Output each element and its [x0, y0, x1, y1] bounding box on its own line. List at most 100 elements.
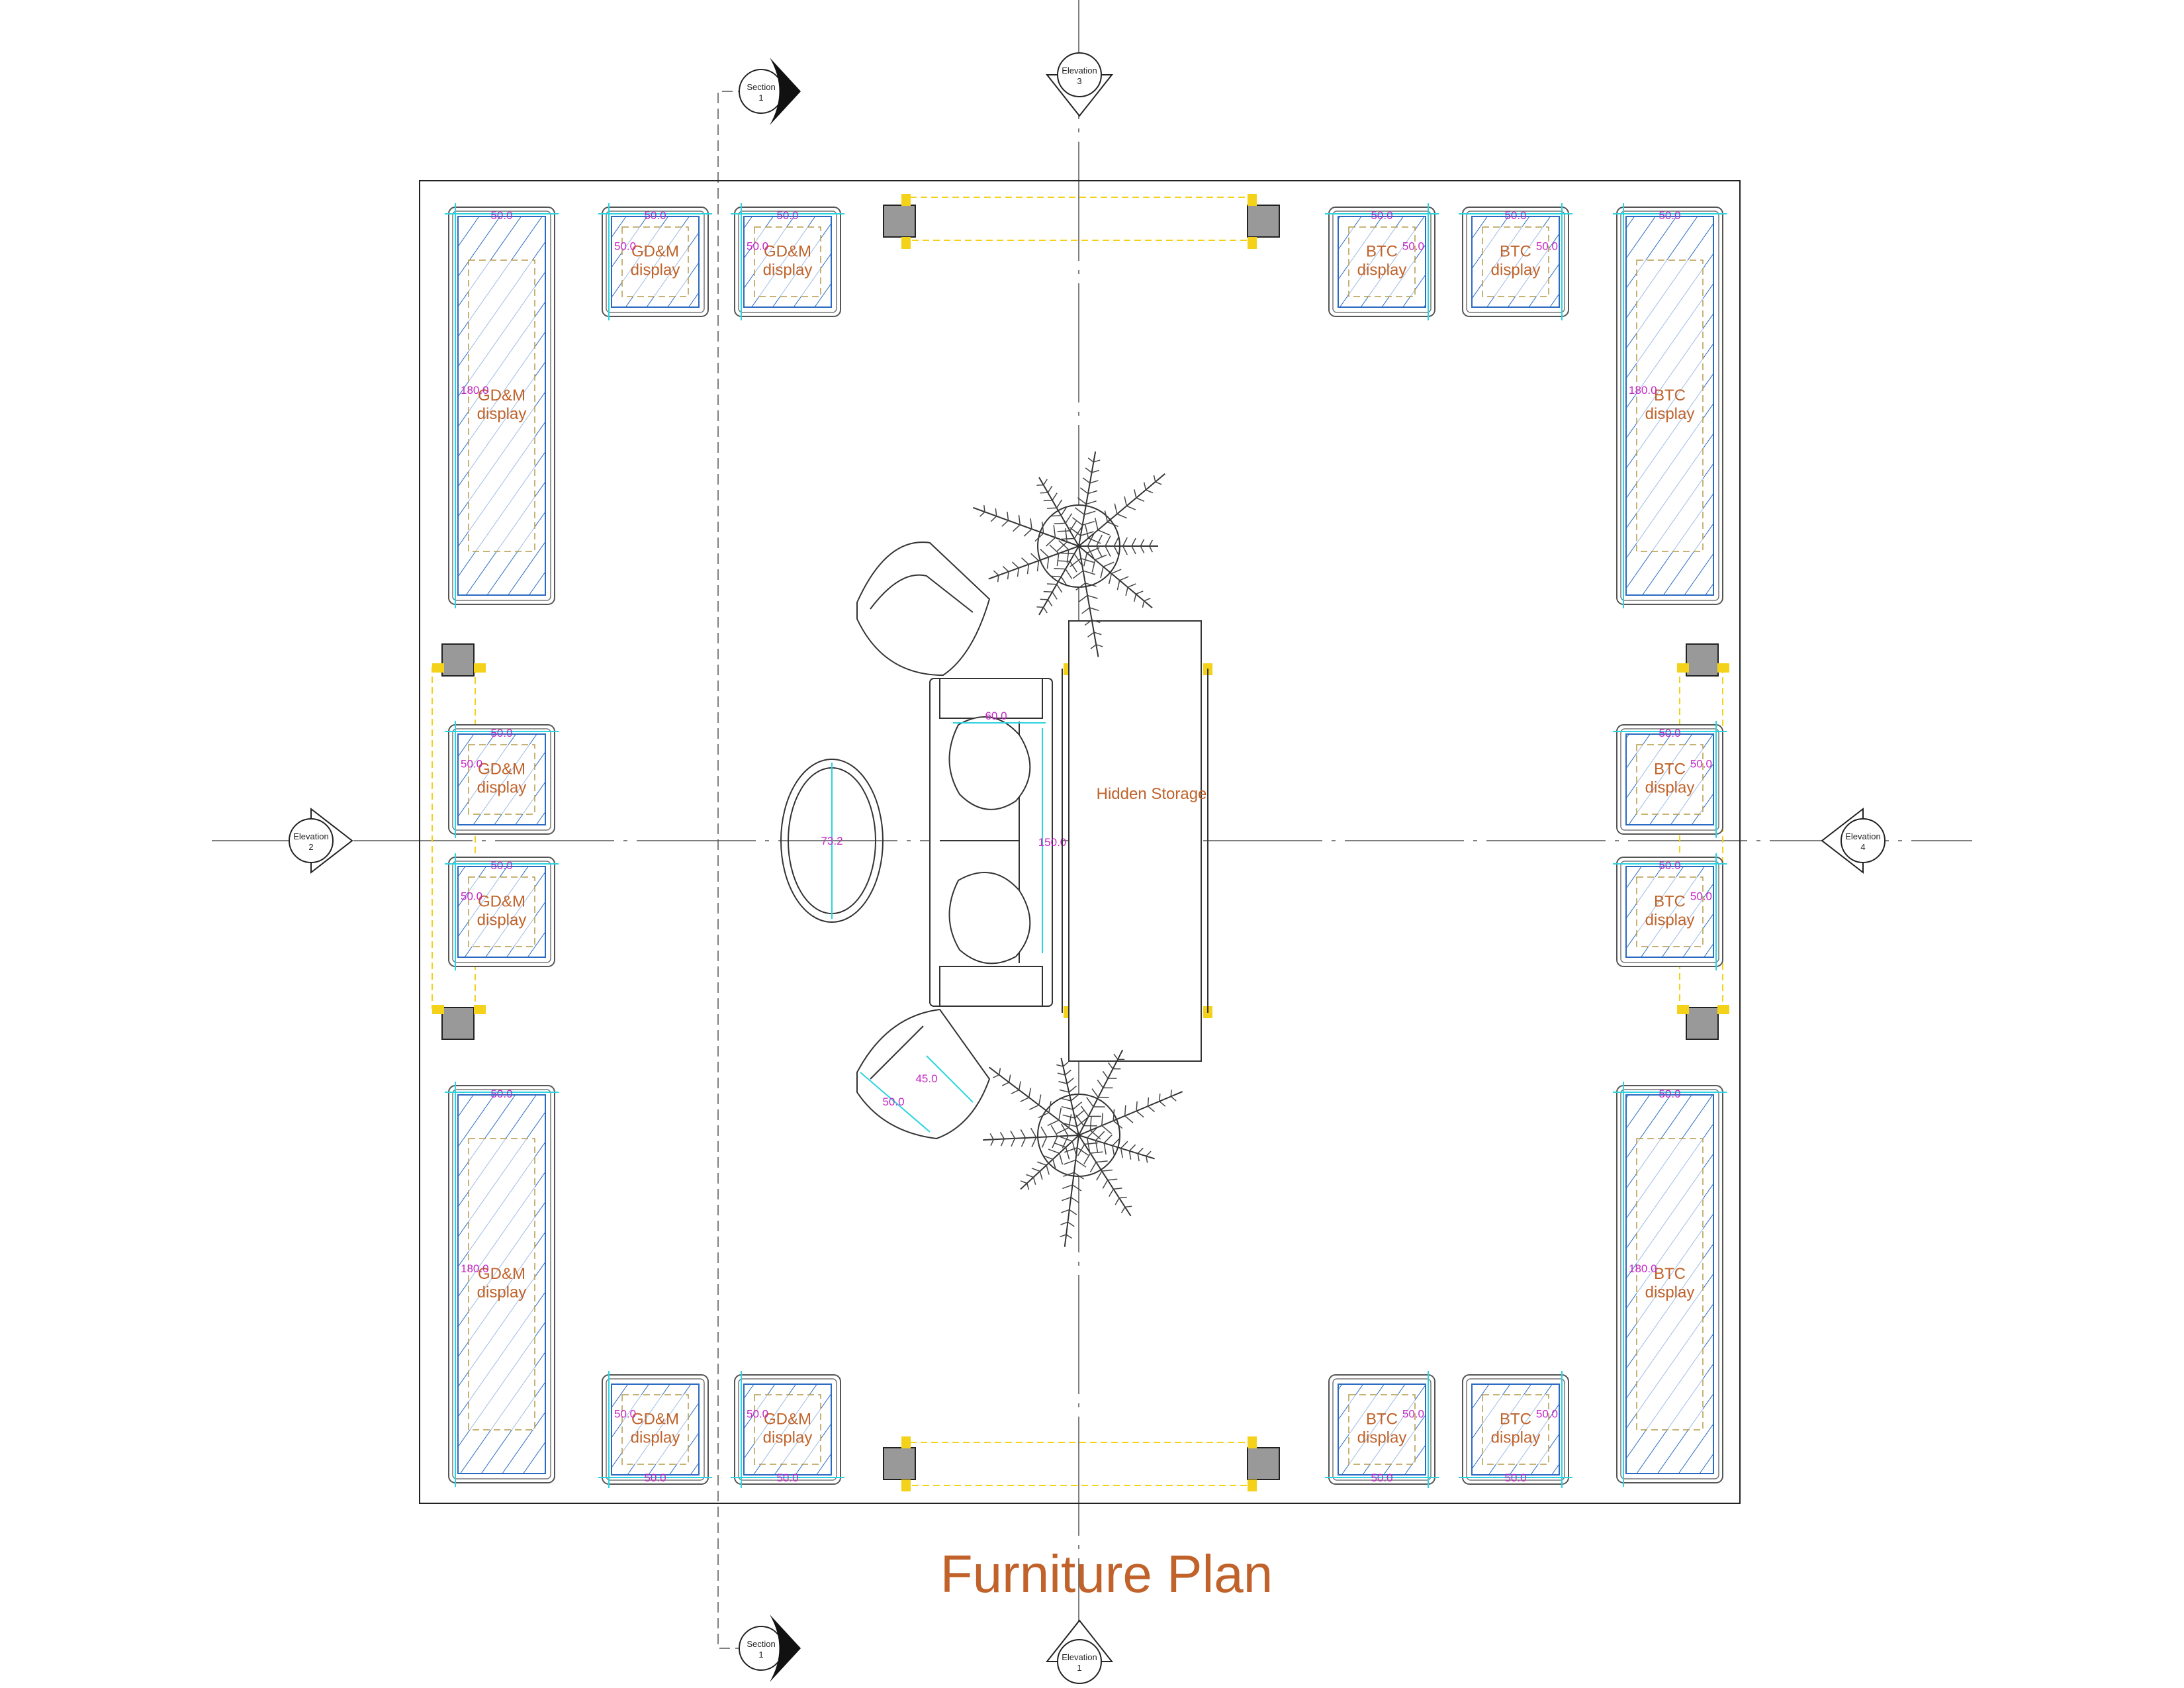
display-depth-dim: 50.0: [1690, 758, 1712, 771]
display-label-sub: display: [1491, 1429, 1541, 1447]
hidden-storage-label: Hidden Storage: [1097, 785, 1207, 803]
display-label-title: GD&M: [764, 243, 811, 261]
section-top-word: Section: [747, 82, 775, 92]
display-depth-dim: 50.0: [747, 1408, 768, 1421]
display-label-title: BTC: [1366, 243, 1398, 261]
armchair-dims: [860, 1055, 974, 1133]
hidden-storage: [1068, 620, 1202, 1062]
display-width-dim: 50.0: [1659, 727, 1680, 739]
display-label-title: BTC: [1366, 1411, 1398, 1429]
display-label-sub: display: [477, 405, 527, 423]
armchair-width-dim: 45.0: [915, 1072, 937, 1085]
elevation-marker-bottom: Elevation 1: [1045, 1619, 1114, 1684]
display-label-sub: display: [1645, 912, 1695, 929]
display-label-title: GD&M: [478, 387, 525, 404]
section-marker-bottom: Section 1: [739, 1615, 801, 1682]
display-depth-dim: 50.0: [1402, 1408, 1424, 1421]
display-depth-dim: 50.0: [1690, 890, 1712, 903]
display-width-dim: 50.0: [1659, 1088, 1680, 1100]
display-depth-dim: 50.0: [461, 758, 482, 771]
display-width-dim: 50.0: [1504, 1472, 1526, 1484]
elevation-right-num: 4: [1860, 842, 1865, 852]
display-label-sub: display: [1645, 779, 1695, 797]
display-label-sub: display: [1357, 1429, 1407, 1447]
elevation-left-word: Elevation: [293, 831, 328, 841]
display-label-title: GD&M: [631, 1411, 679, 1429]
coffee-table: [780, 759, 884, 923]
room-outline: [419, 180, 1741, 1504]
display-label-sub: display: [477, 1284, 527, 1301]
elevation-right-word: Elevation: [1845, 831, 1880, 841]
display-depth-dim: 50.0: [614, 1408, 636, 1421]
display-label-title: BTC: [1500, 1411, 1531, 1429]
display-depth-dim: 50.0: [614, 240, 636, 253]
elevation-left-num: 2: [308, 842, 313, 852]
display-label-title: BTC: [1654, 387, 1686, 404]
sofa-dimensions: [953, 722, 1046, 953]
display-label-sub: display: [763, 1429, 813, 1447]
display-depth-dim: 50.0: [1536, 1408, 1558, 1421]
display-depth-dim: 50.0: [1536, 240, 1558, 253]
elevation-marker-top: Elevation 3: [1045, 52, 1114, 117]
display-depth-dim: 50.0: [747, 240, 768, 253]
elevation-marker-right: Elevation 4: [1821, 807, 1886, 874]
display-depth-dim: 180.0: [461, 384, 489, 397]
display-width-dim: 50.0: [776, 209, 798, 222]
display-width-dim: 50.0: [644, 209, 666, 222]
potted-plant: [972, 451, 1165, 657]
plants: [972, 451, 1183, 1247]
display-depth-dim: 50.0: [1402, 240, 1424, 253]
section-bottom-num: 1: [758, 1650, 763, 1660]
display-width-dim: 50.0: [644, 1472, 666, 1484]
display-width-dim: 50.0: [1504, 209, 1526, 222]
elevation-top-num: 3: [1077, 76, 1081, 86]
display-width-dim: 50.0: [776, 1472, 798, 1484]
armchair-depth-dim: 50.0: [882, 1096, 904, 1108]
display-label-sub: display: [477, 779, 527, 797]
potted-plant: [983, 1049, 1183, 1247]
display-label-title: GD&M: [478, 761, 525, 778]
armchair-top: [856, 541, 991, 677]
display-width-dim: 50.0: [1371, 209, 1392, 222]
display-width-dim: 50.0: [490, 727, 512, 739]
section-bottom-word: Section: [747, 1639, 775, 1649]
elevation-bottom-word: Elevation: [1062, 1652, 1097, 1662]
display-width-dim: 50.0: [490, 859, 512, 872]
display-label-title: GD&M: [478, 893, 525, 911]
sofa: [929, 678, 1053, 1007]
display-label-sub: display: [631, 261, 680, 279]
display-width-dim: 50.0: [1371, 1472, 1392, 1484]
coffee-table-dim: 73.2: [821, 835, 842, 847]
display-label-sub: display: [477, 912, 527, 929]
display-label-title: BTC: [1500, 243, 1531, 261]
display-label-title: GD&M: [478, 1265, 525, 1283]
display-depth-dim: 180.0: [1629, 1262, 1657, 1275]
display-label-sub: display: [1645, 405, 1695, 423]
display-label-sub: display: [1645, 1284, 1695, 1301]
display-label-sub: display: [1357, 261, 1407, 279]
display-label-sub: display: [763, 261, 813, 279]
display-width-dim: 50.0: [490, 209, 512, 222]
display-label-title: GD&M: [764, 1411, 811, 1429]
section-top-num: 1: [758, 93, 763, 103]
display-width-dim: 50.0: [490, 1088, 512, 1100]
display-depth-dim: 50.0: [461, 890, 482, 903]
display-label-title: BTC: [1654, 893, 1686, 911]
display-depth-dim: 180.0: [461, 1262, 489, 1275]
display-label-sub: display: [631, 1429, 680, 1447]
